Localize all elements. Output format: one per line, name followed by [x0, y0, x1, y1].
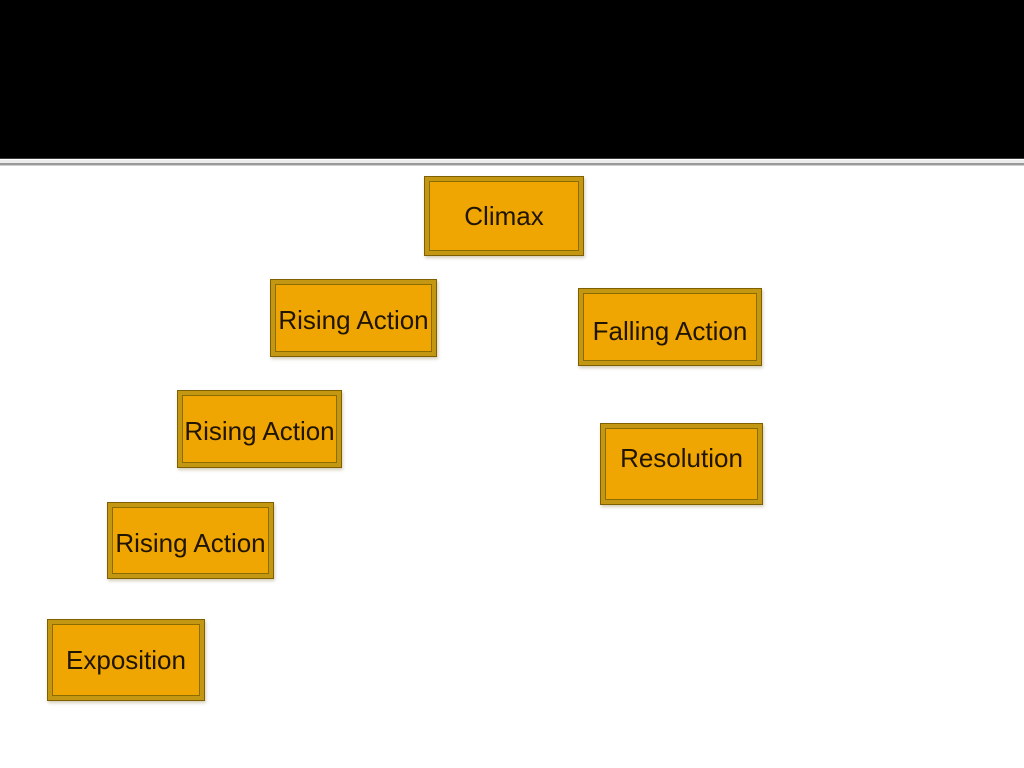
divider-shadow [0, 163, 1024, 165]
shape-rising-action-middle-label: Rising Action [184, 416, 335, 446]
shape-climax: Climax [424, 176, 584, 256]
shape-rising-action-middle: Rising Action [177, 390, 342, 468]
shape-resolution: Resolution [600, 423, 763, 505]
divider-lowlight [0, 165, 1024, 166]
shape-climax-label: Climax [464, 200, 544, 231]
shape-rising-action-top: Rising Action [270, 279, 437, 357]
divider-highlight [0, 160, 1024, 163]
shape-exposition: Exposition [47, 619, 205, 701]
shape-resolution-label: Resolution [620, 442, 743, 473]
slide-title-bar [0, 0, 1024, 159]
shape-rising-action-top-label: Rising Action [278, 305, 429, 335]
shape-rising-action-lower: Rising Action [107, 502, 274, 579]
shape-falling-action-label: Falling Action [592, 316, 748, 346]
shape-falling-action: Falling Action [578, 288, 762, 366]
title-divider-line [0, 160, 1024, 166]
shape-rising-action-lower-label: Rising Action [115, 527, 266, 558]
shape-exposition-label: Exposition [66, 644, 186, 675]
